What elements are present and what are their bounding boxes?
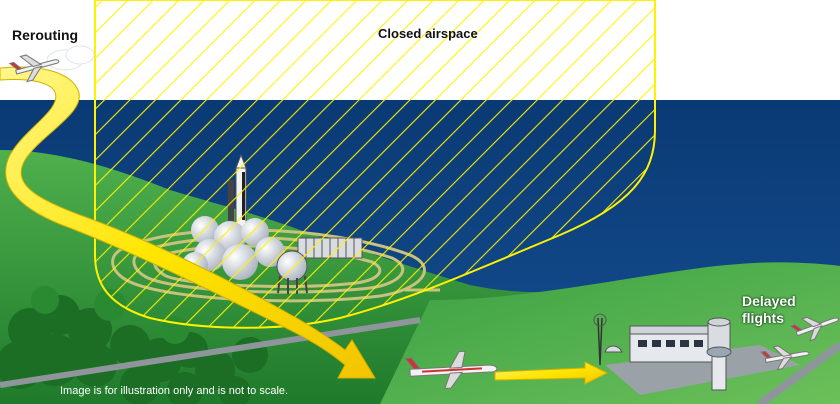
- closed-airspace-label: Closed airspace: [378, 26, 478, 41]
- airplane-icon: [789, 316, 839, 342]
- delayed-flights-line1: Delayed: [742, 293, 796, 309]
- delayed-flights-line2: flights: [742, 310, 784, 326]
- airport: [593, 313, 800, 395]
- road: [757, 341, 840, 404]
- radar-dish-icon: [593, 313, 623, 366]
- airplane-icon: [760, 345, 810, 371]
- closed-airspace-zone: [94, 0, 656, 329]
- rerouting-label: Rerouting: [12, 27, 79, 43]
- delayed-flights-label: Delayed flights: [742, 293, 796, 327]
- rerouting-arrow: [0, 66, 376, 379]
- airplane-icon: [404, 350, 498, 389]
- terminal-building-icon: [629, 325, 715, 363]
- cloud-icon: [46, 45, 95, 71]
- road: [0, 317, 421, 388]
- delay-arrow: [494, 361, 609, 385]
- disclaimer-text: Image is for illustration only and is no…: [60, 385, 289, 397]
- airplane-icon: [8, 54, 60, 83]
- control-tower-icon: [706, 317, 732, 391]
